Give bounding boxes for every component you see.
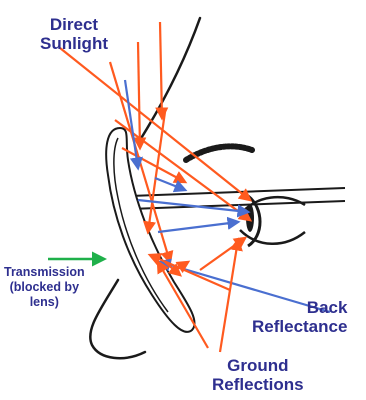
label-back-reflectance-line1: Back xyxy=(252,298,347,317)
label-ground-reflections-line1: Ground xyxy=(212,356,304,375)
label-direct-sunlight-line1: Direct xyxy=(40,15,108,34)
face-profile-nose xyxy=(90,280,145,358)
label-direct-sunlight-line2: Sunlight xyxy=(40,34,108,53)
label-transmission: Transmission (blocked by lens) xyxy=(4,265,85,310)
label-transmission-line1: Transmission xyxy=(4,265,85,280)
label-back-reflectance-line2: Reflectance xyxy=(252,317,347,336)
label-ground-reflections: Ground Reflections xyxy=(212,356,304,394)
label-transmission-line3: lens) xyxy=(4,295,85,310)
direct-sunlight-rays xyxy=(60,22,250,262)
label-transmission-line2: (blocked by xyxy=(4,280,85,295)
face-profile-forehead xyxy=(140,18,200,140)
label-direct-sunlight: Direct Sunlight xyxy=(40,15,108,53)
label-back-reflectance: Back Reflectance xyxy=(252,298,347,336)
label-ground-reflections-line2: Reflections xyxy=(212,375,304,394)
